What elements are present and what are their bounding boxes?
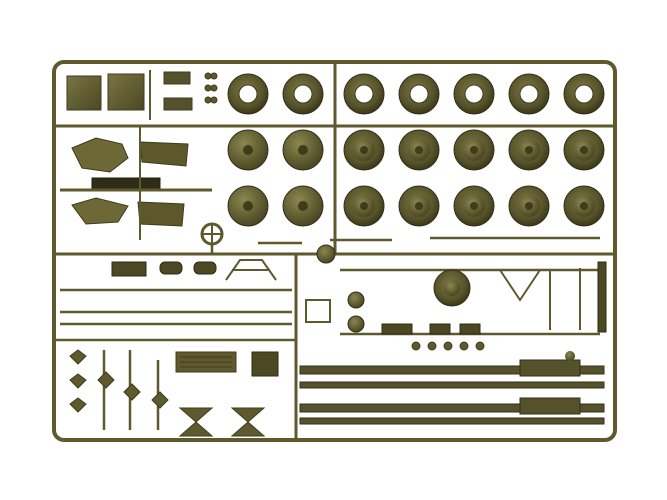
wheel-row-middle — [227, 129, 605, 171]
tire — [453, 73, 495, 115]
steering-wheel — [200, 222, 224, 246]
spoked-wheel — [343, 129, 385, 171]
chassis-rails — [299, 359, 605, 425]
spoked-wheel — [398, 129, 440, 171]
wheel-row-lower — [227, 185, 605, 227]
top-left-plates — [66, 70, 218, 120]
spoked-wheel — [343, 185, 385, 227]
tire — [343, 73, 385, 115]
leaf-springs — [69, 349, 169, 413]
spoked-wheel — [563, 185, 605, 227]
small-parts-mid — [111, 244, 336, 323]
radiator-grill — [175, 351, 279, 377]
tire — [282, 73, 324, 115]
tire — [227, 73, 269, 115]
spoked-wheel — [453, 185, 495, 227]
spoked-wheel — [508, 129, 550, 171]
tire — [508, 73, 550, 115]
tire — [563, 73, 605, 115]
spoked-wheel — [508, 185, 550, 227]
tire-row-top — [227, 73, 605, 115]
tire — [398, 73, 440, 115]
mid-right-parts — [347, 261, 607, 361]
seat-frame-parts — [60, 126, 212, 240]
spoked-wheel — [453, 129, 495, 171]
axle-stands — [178, 407, 266, 437]
sprue-frame — [52, 60, 617, 442]
spoked-wheel — [563, 129, 605, 171]
spoked-wheel — [398, 185, 440, 227]
